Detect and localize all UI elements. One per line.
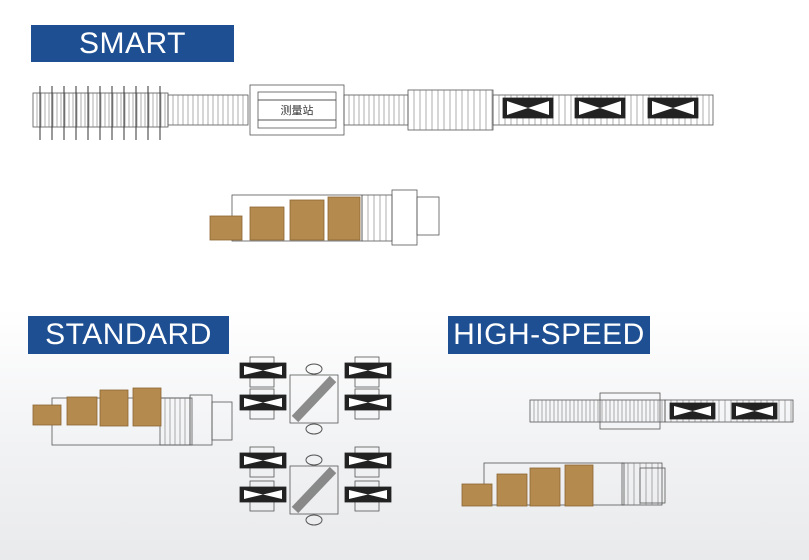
sorter-wedge [349,490,368,499]
carton [32,404,62,426]
smart-carton-layout [209,189,440,246]
frame [639,467,666,504]
sorter-wedge [674,406,693,416]
measuring-station-label: 测量站 [281,103,314,117]
conveyor-section [343,94,409,126]
sorter-wedge [507,101,528,115]
carton [66,396,98,426]
standard-section-label: STANDARD [28,316,229,354]
carton [529,467,561,507]
sorter-wedge [349,398,368,407]
sorter-wedge [368,490,387,499]
turntable-motor [305,363,323,375]
frame [189,394,213,446]
sorter-wedge [244,398,263,407]
carton [249,206,285,241]
sorter-wedge [244,456,263,465]
sorter-wedge [528,101,549,115]
sorter-wedge [652,101,673,115]
carton [564,464,594,507]
sorter-wedge [349,456,368,465]
sorter-wedge [263,366,282,375]
sorter-wedge [600,101,621,115]
high-speed-section-label: HIGH-SPEED [448,316,650,354]
turntable-diverter [291,375,337,423]
sorter-wedge [263,490,282,499]
frame [599,392,661,430]
sorter-wedge [244,490,263,499]
conveyor-section [361,194,393,242]
carton [289,199,325,241]
turntable-frame [289,374,339,424]
high-speed-conveyor-line [529,392,794,430]
turntable-diverter [291,466,337,514]
sorter-wedge [673,101,694,115]
turntable-frame [289,465,339,515]
frame [416,196,440,236]
sorter-wedge [263,456,282,465]
sorter-wedge [244,366,263,375]
sorter-wedge [263,398,282,407]
sorter-wedge [579,101,600,115]
high-speed-carton-layout [461,462,666,507]
carton [461,483,493,507]
turntable-motor [305,454,323,466]
standard-turntable-cluster [239,356,392,526]
conveyor-section [664,399,794,423]
frame [211,401,233,441]
frame [391,189,418,246]
sorter-wedge [736,406,755,416]
sorter-wedge [692,406,711,416]
carton [209,215,243,241]
carton [327,196,361,241]
smart-conveyor-line [32,84,714,140]
standard-carton-layout [32,387,233,446]
sorter-wedge [368,366,387,375]
sorter-wedge [349,366,368,375]
carton [99,389,129,427]
measuring-station-inner [257,91,337,129]
sorter-wedge [368,456,387,465]
turntable-motor [305,423,323,435]
sorter-wedge [368,398,387,407]
carton [132,387,162,427]
conveyor-section [621,462,663,506]
carton [496,473,528,507]
smart-section-label: SMART [31,25,234,62]
sorter-wedge [754,406,773,416]
conveyor-section [492,94,714,126]
turntable-motor [305,514,323,526]
